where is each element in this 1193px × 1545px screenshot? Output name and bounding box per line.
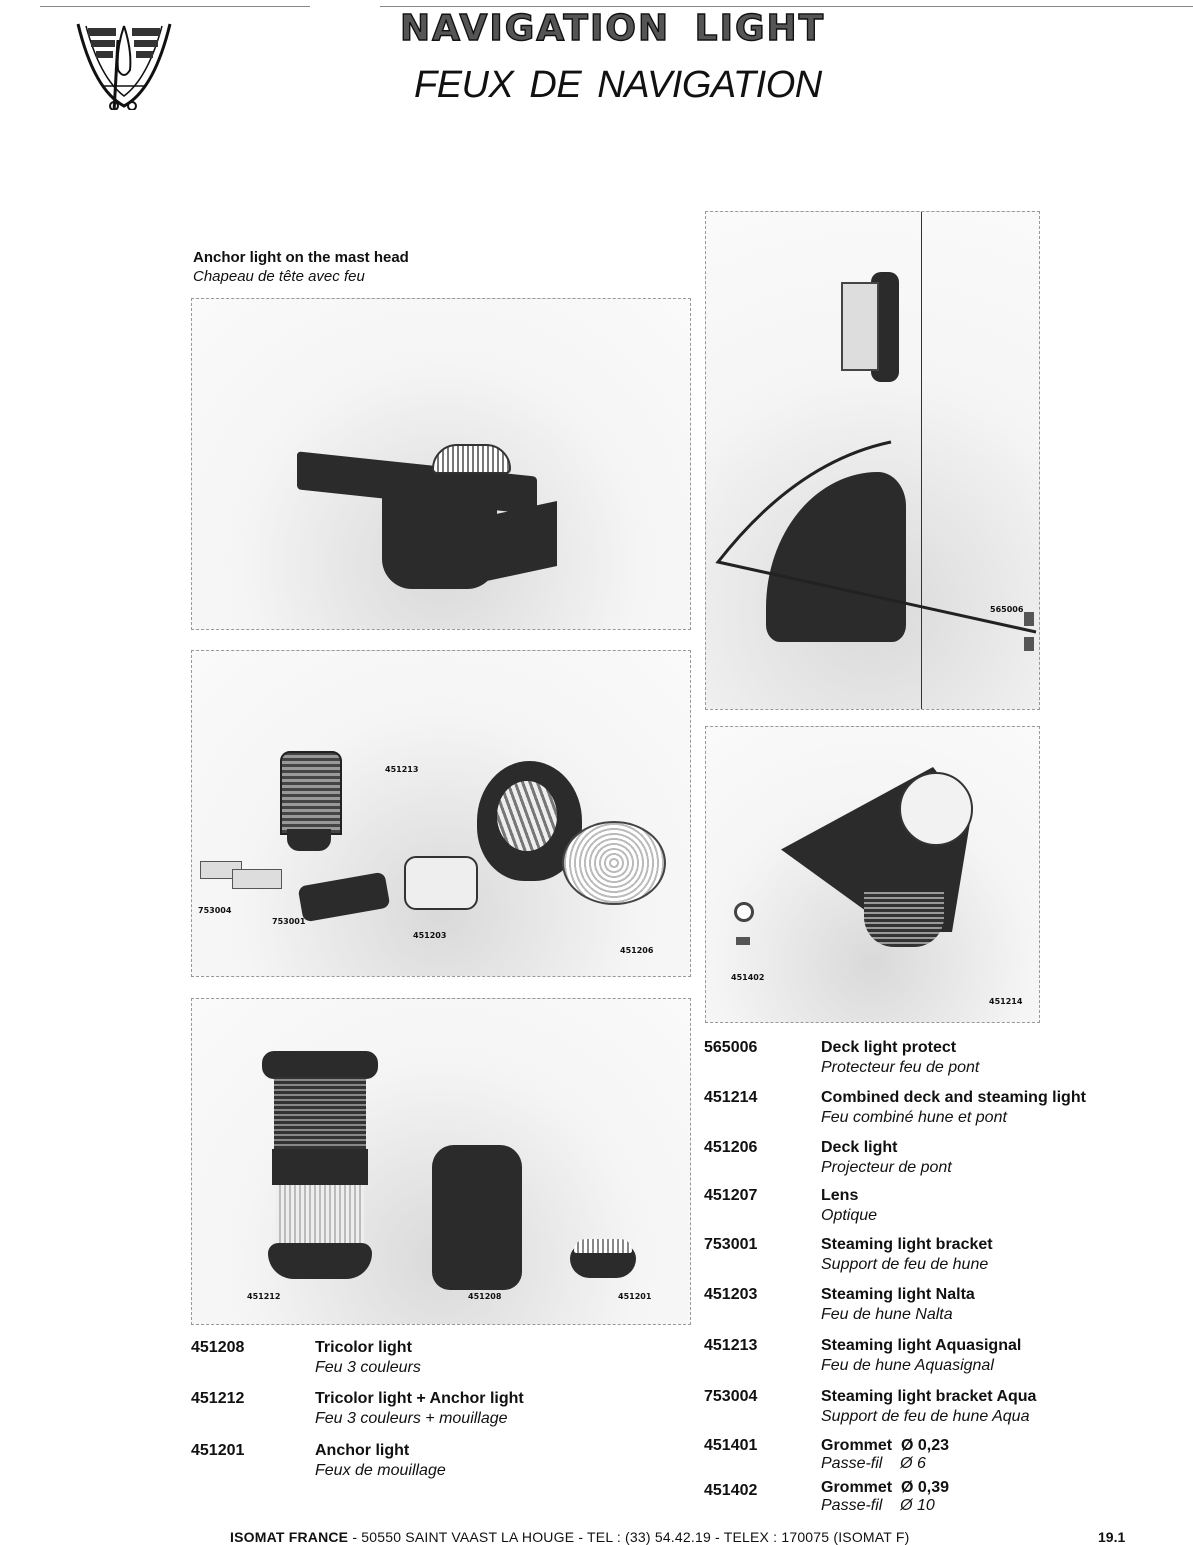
item-name-fr: Feux de mouillage: [315, 1462, 446, 1479]
ship-emblem-icon: [74, 20, 184, 113]
aquasignal-base: [287, 829, 331, 851]
section-caption-en: Anchor light on the mast head: [193, 249, 409, 266]
item-name-fr: Support de feu de hune Aqua: [821, 1408, 1030, 1425]
tricolor-light-451208: [432, 1145, 522, 1290]
photo-label: 451208: [468, 1292, 502, 1301]
item-code: 451212: [191, 1390, 245, 1407]
photo-label: 451213: [385, 765, 419, 774]
photo-steaming-lights: 451213 753004 753001 451203 451206: [191, 650, 691, 977]
item-name-fr: Protecteur feu de pont: [821, 1059, 980, 1076]
item-name-en: Steaming light Nalta: [821, 1286, 975, 1303]
item-name-en: Steaming light bracket Aqua: [821, 1388, 1037, 1405]
photo-label: 451402: [731, 973, 765, 982]
item-name-en: Combined deck and steaming light: [821, 1089, 1086, 1106]
item-name-en: Lens: [821, 1187, 859, 1204]
photo-label: 451212: [247, 1292, 281, 1301]
item-name-en: Deck light: [821, 1139, 898, 1156]
photo-label: 451214: [989, 997, 1023, 1006]
bracket: [232, 869, 282, 889]
deck-light-front: [841, 282, 879, 371]
right-item-list: 565006 Deck light protect Protecteur feu…: [704, 1039, 1184, 1519]
item-name-en: Steaming light bracket: [821, 1236, 993, 1253]
tricolor-band: [272, 1149, 368, 1185]
item-name-en: Grommet Ø 0,23: [821, 1437, 950, 1454]
tricolor-base: [268, 1243, 372, 1279]
tricolor-lens: [274, 1077, 366, 1149]
item-name-fr: Projecteur de pont: [821, 1159, 952, 1176]
item-code: 451401: [704, 1437, 758, 1454]
item-name-en: Deck light protect: [821, 1039, 957, 1056]
section-caption-fr: Chapeau de tête avec feu: [193, 268, 365, 285]
top-rule: [380, 6, 1193, 7]
item-name-fr: Feu de hune Aquasignal: [821, 1357, 994, 1374]
photo-label: 451201: [618, 1292, 652, 1301]
photo-label: 753001: [272, 917, 306, 926]
anchor-lens-lower: [276, 1185, 364, 1245]
wire-mount: [1024, 612, 1034, 626]
photo-label: 451206: [620, 946, 654, 955]
item-code: 753001: [704, 1236, 758, 1253]
grommet-icon: [734, 902, 754, 922]
page-subtitle: FEUX DE NAVIGATION: [414, 64, 822, 106]
tricolor-cap: [262, 1051, 378, 1079]
masthead-base: [382, 484, 497, 589]
left-item-list: 451208 Tricolor light Feu 3 couleurs 451…: [191, 1339, 691, 1489]
item-name-fr: Feu de hune Nalta: [821, 1306, 953, 1323]
page-title: NAVIGATION LIGHT: [399, 7, 826, 49]
item-name-fr: Passe-fil Ø 6: [821, 1455, 926, 1472]
photo-label: 753004: [198, 906, 232, 915]
steaming-lens: [864, 892, 944, 947]
item-name-fr: Support de feu de hune: [821, 1256, 989, 1273]
item-name-fr: Feu combiné hune et pont: [821, 1109, 1007, 1126]
nalta-cover: [297, 871, 391, 923]
item-name-fr: Passe-fil Ø 10: [821, 1497, 935, 1514]
item-name-fr: Feu 3 couleurs + mouillage: [315, 1410, 508, 1427]
footer-address: ISOMAT FRANCE - 50550 SAINT VAAST LA HOU…: [230, 1529, 910, 1545]
photo-anchor-masthead: [191, 298, 691, 630]
item-code: 451402: [704, 1482, 758, 1499]
item-name-en: Anchor light: [315, 1442, 410, 1459]
wire-mount: [1024, 637, 1034, 651]
item-code: 565006: [704, 1039, 758, 1056]
grommet-icon: [736, 937, 750, 945]
footer-company: ISOMAT FRANCE: [230, 1529, 349, 1545]
photo-label: 451203: [413, 931, 447, 940]
item-code: 753004: [704, 1388, 758, 1405]
item-name-en: Steaming light Aquasignal: [821, 1337, 1022, 1354]
protect-wire: [715, 440, 1037, 634]
photo-combined-light: 451402 451214: [705, 726, 1040, 1023]
item-name-en: Tricolor light: [315, 1339, 412, 1356]
top-rule: [40, 6, 310, 7]
item-name-fr: Optique: [821, 1207, 878, 1224]
item-code: 451214: [704, 1089, 758, 1106]
item-name-en: Grommet Ø 0,39: [821, 1479, 950, 1496]
footer-contact: - 50550 SAINT VAAST LA HOUGE - TEL : (33…: [348, 1529, 910, 1545]
deck-light-reflector: [497, 781, 557, 851]
photo-deck-light-protect: 565006: [705, 211, 1040, 710]
item-code: 451208: [191, 1339, 245, 1356]
aquasignal-light: [280, 751, 342, 835]
item-code: 451206: [704, 1139, 758, 1156]
item-code: 451201: [191, 1442, 245, 1459]
item-name-fr: Feu 3 couleurs: [315, 1359, 421, 1376]
mast-edge: [921, 212, 922, 709]
photo-label: 565006: [990, 605, 1024, 614]
combined-light-lens: [899, 772, 973, 846]
nalta-light: [404, 856, 478, 910]
anchor-light-lens: [574, 1239, 632, 1253]
lens: [562, 821, 666, 905]
item-code: 451203: [704, 1286, 758, 1303]
anchor-lens: [432, 444, 511, 474]
page-number: 19.1: [1098, 1529, 1126, 1545]
photo-tricolor-lights: 451212 451208 451201: [191, 998, 691, 1325]
item-name-en: Tricolor light + Anchor light: [315, 1390, 524, 1407]
item-code: 451213: [704, 1337, 758, 1354]
item-code: 451207: [704, 1187, 758, 1204]
